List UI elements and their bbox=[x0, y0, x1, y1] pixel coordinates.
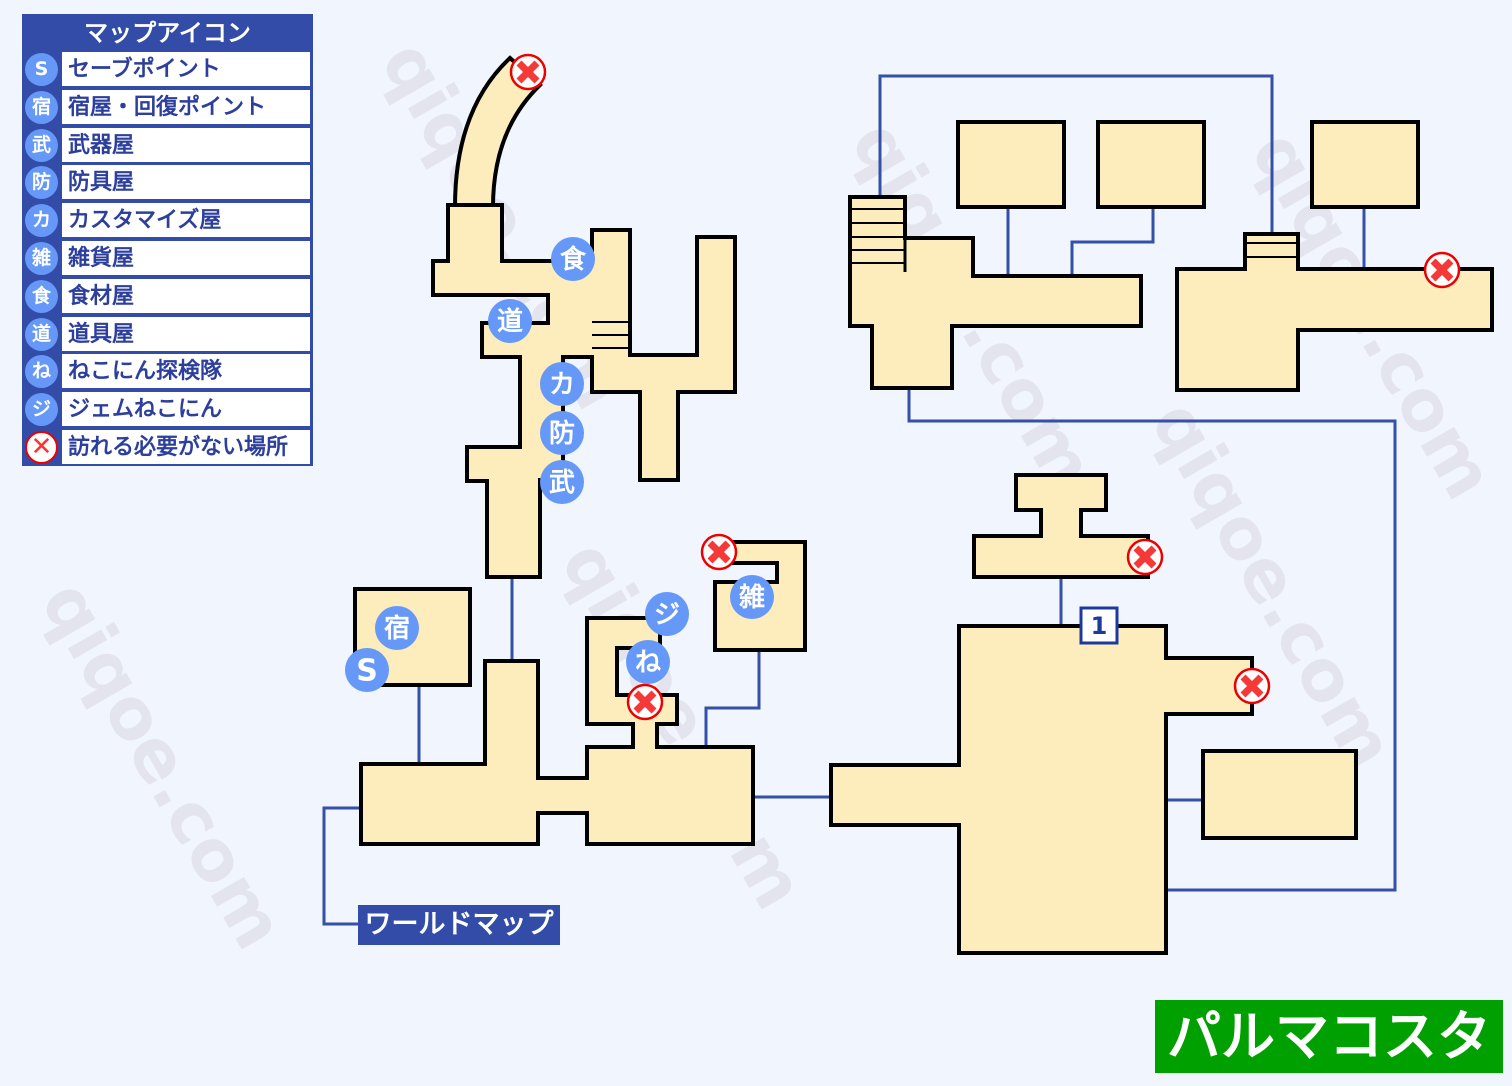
legend-item: カカスタマイズ屋 bbox=[22, 201, 313, 239]
legend-icon: ジ bbox=[25, 393, 58, 427]
watermark: qiqoe.com bbox=[1135, 388, 1410, 783]
svg-text:S: S bbox=[356, 654, 378, 689]
svg-text:道: 道 bbox=[497, 306, 523, 337]
watermark: qiqoe.com bbox=[25, 568, 300, 963]
svg-text:雑: 雑 bbox=[738, 582, 765, 613]
entrance-1[interactable]: 1 bbox=[1079, 606, 1119, 645]
nekonin-marker[interactable]: ね bbox=[626, 640, 670, 684]
legend-icon: 宿 bbox=[25, 90, 58, 124]
legend-item: 食食材屋 bbox=[22, 277, 313, 315]
room-upper-3 bbox=[1310, 120, 1420, 209]
svg-text:防: 防 bbox=[549, 419, 575, 449]
no-visit-marker bbox=[509, 53, 547, 91]
save-point-marker[interactable]: S bbox=[345, 648, 389, 692]
legend-item: 道道具屋 bbox=[22, 315, 313, 353]
rooms bbox=[353, 55, 1494, 955]
legend-label: 訪れる必要がない場所 bbox=[62, 430, 310, 464]
legend-icon: 雑 bbox=[25, 242, 58, 275]
room-south-town bbox=[359, 616, 755, 846]
svg-text:武: 武 bbox=[549, 468, 575, 498]
legend-icon: 武 bbox=[25, 128, 58, 162]
no-visit-marker bbox=[1126, 538, 1164, 576]
room-north-east-building bbox=[1175, 232, 1494, 392]
svg-text:カ: カ bbox=[549, 370, 575, 400]
legend-label: 防具屋 bbox=[62, 165, 310, 200]
armor-shop-marker[interactable]: 防 bbox=[540, 411, 584, 455]
legend-icon: ね bbox=[25, 355, 58, 389]
no-visit-marker bbox=[1233, 667, 1271, 705]
no-visit-marker bbox=[700, 533, 738, 571]
world-map-connector bbox=[322, 806, 375, 926]
legend-item: ✕訪れる必要がない場所 bbox=[22, 428, 313, 466]
world-map-exit[interactable]: ワールドマップ bbox=[358, 905, 560, 945]
entrance-number: 1 bbox=[1091, 612, 1108, 640]
shop-markers: 食 道 カ 防 武 宿 S ジ ね 雑 bbox=[345, 237, 774, 692]
legend-label: カスタマイズ屋 bbox=[62, 203, 310, 238]
room-harbor-plaza bbox=[829, 624, 1254, 955]
location-title: パルマコスタ bbox=[1155, 1000, 1503, 1073]
gem-nekonin-marker[interactable]: ジ bbox=[645, 592, 689, 636]
legend-label: 道具屋 bbox=[62, 316, 310, 351]
legend-item: 防防具屋 bbox=[22, 163, 313, 201]
legend-label: 雑貨屋 bbox=[62, 241, 310, 275]
legend-label: 武器屋 bbox=[62, 127, 310, 162]
legend-label: セーブポイント bbox=[62, 52, 310, 86]
legend-icon: 防 bbox=[25, 166, 58, 200]
room-upper-1 bbox=[956, 120, 1066, 209]
stairs bbox=[1245, 242, 1298, 258]
legend-item: ジジェムねこにん bbox=[22, 390, 313, 428]
stairs bbox=[850, 208, 907, 272]
connectors bbox=[322, 74, 1397, 926]
legend-item: 武武器屋 bbox=[22, 126, 313, 164]
legend-label: 宿屋・回復ポイント bbox=[62, 89, 310, 124]
item-shop-marker[interactable]: 道 bbox=[488, 299, 532, 343]
room-upper-2 bbox=[1096, 120, 1206, 209]
no-visit-marker bbox=[1423, 251, 1461, 289]
legend-icon: ✕ bbox=[25, 431, 58, 464]
connector-line bbox=[704, 636, 761, 770]
connector-line bbox=[907, 367, 1397, 892]
connector-line bbox=[878, 74, 1274, 249]
stairs bbox=[592, 321, 630, 349]
legend-item: 雑雑貨屋 bbox=[22, 239, 313, 277]
legend-label: ねこにん探検隊 bbox=[62, 354, 310, 389]
legend-icon: 道 bbox=[25, 317, 58, 351]
legend-label: 食材屋 bbox=[62, 278, 310, 313]
weapon-shop-marker[interactable]: 武 bbox=[540, 460, 584, 504]
svg-text:食: 食 bbox=[560, 244, 587, 275]
connector-line bbox=[1070, 190, 1155, 290]
legend-icon: 食 bbox=[25, 279, 58, 313]
legend-icon: S bbox=[25, 53, 58, 86]
legend-title: マップアイコン bbox=[84, 19, 251, 47]
customize-shop-marker[interactable]: カ bbox=[540, 362, 584, 406]
general-store-marker[interactable]: 雑 bbox=[730, 575, 774, 619]
legend-item: 宿宿屋・回復ポイント bbox=[22, 88, 313, 126]
svg-text:ジ: ジ bbox=[654, 600, 680, 630]
no-visit-markers bbox=[509, 53, 1461, 721]
svg-text:ね: ね bbox=[635, 648, 661, 678]
no-visit-marker bbox=[626, 683, 664, 721]
inn-marker[interactable]: 宿 bbox=[375, 606, 419, 650]
room-t-shaped bbox=[972, 473, 1150, 579]
food-shop-marker[interactable]: 食 bbox=[551, 237, 595, 281]
legend-label: ジェムねこにん bbox=[62, 392, 310, 427]
legend-item: ねねこにん探検隊 bbox=[22, 352, 313, 390]
svg-text:宿: 宿 bbox=[384, 613, 410, 644]
room-east bbox=[1201, 749, 1358, 840]
legend-icon: カ bbox=[25, 204, 58, 238]
